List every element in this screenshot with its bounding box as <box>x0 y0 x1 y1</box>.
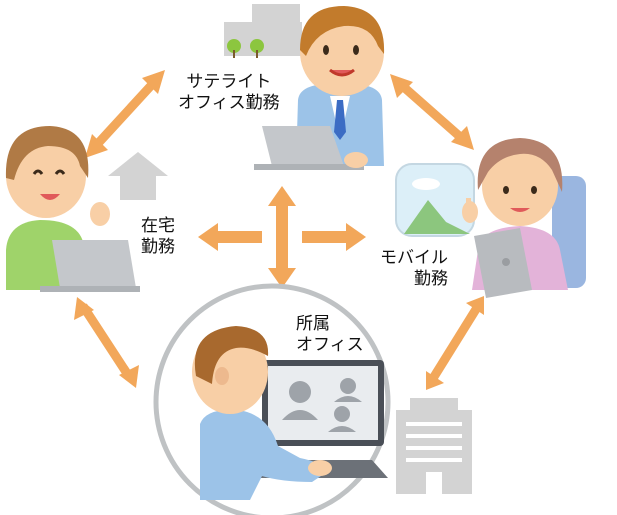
label-mobile-work: モバイル 勤務 <box>380 248 448 290</box>
label-satellite-line1: サテライト <box>186 72 272 92</box>
office-building-icon <box>396 398 472 494</box>
arrow-bottom-left <box>74 297 139 388</box>
label-office-line2: オフィス <box>296 335 364 355</box>
home-worker-illustration <box>5 126 140 292</box>
arrow-bottom-right <box>426 296 484 390</box>
mobile-worker-illustration <box>462 138 568 298</box>
label-home-work: 在宅 勤務 <box>141 216 175 258</box>
satellite-worker-illustration <box>254 6 385 170</box>
label-satellite-line2: オフィス勤務 <box>178 93 280 113</box>
center-cross-arrows <box>198 186 366 288</box>
label-mobile-line2: 勤務 <box>414 269 448 289</box>
label-home-office: 所属 オフィス <box>296 314 364 356</box>
label-home-line2: 勤務 <box>141 237 175 257</box>
arrow-top-right <box>390 74 474 150</box>
label-mobile-line1: モバイル <box>380 248 448 268</box>
arrow-top-left <box>85 70 165 158</box>
cycle-arrows <box>74 70 484 390</box>
label-office-line1: 所属 <box>296 314 330 334</box>
home-up-arrow-icon <box>108 152 168 200</box>
label-satellite-office: サテライト オフィス勤務 <box>178 72 280 114</box>
office-scene <box>153 283 391 515</box>
satellite-office-building-icon <box>224 4 302 58</box>
label-home-line1: 在宅 <box>141 216 175 236</box>
